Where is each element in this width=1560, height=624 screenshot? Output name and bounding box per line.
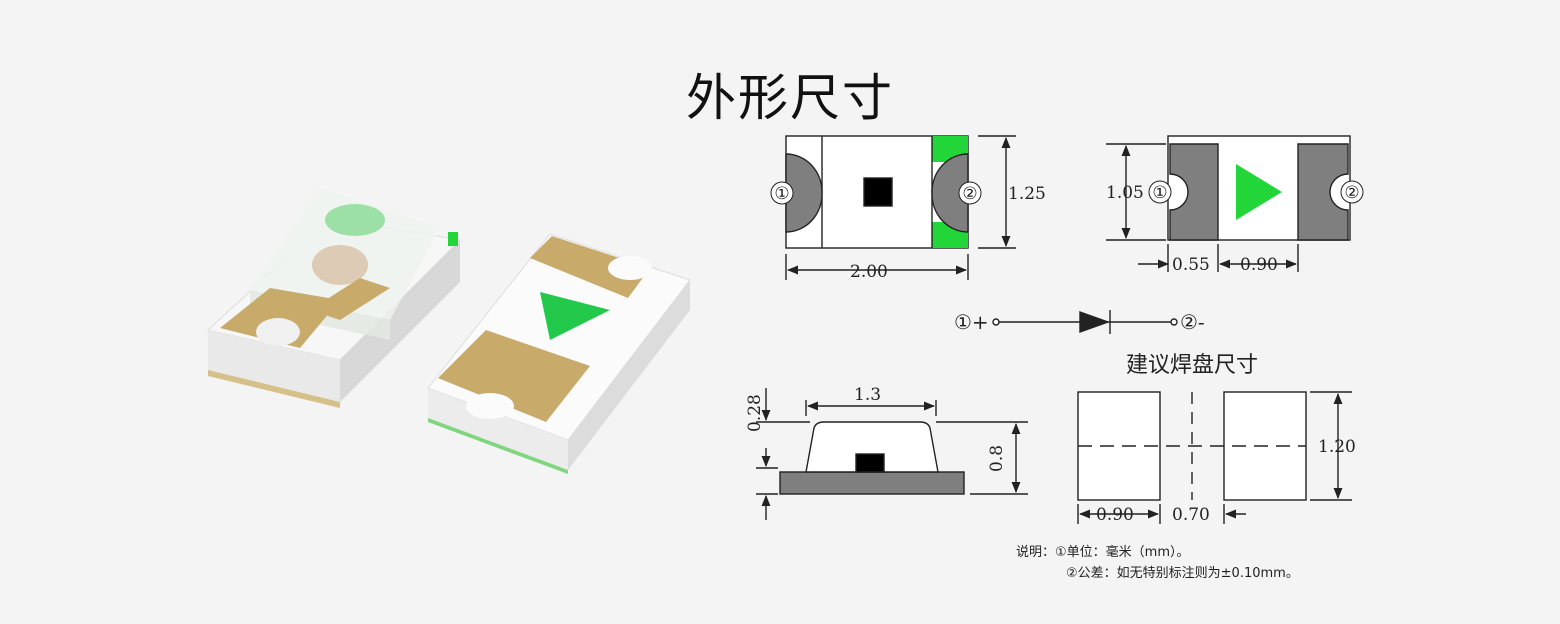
anode-label: ①+ [954,310,989,334]
pin1-marker [770,181,794,205]
bottom-view [1106,135,1351,272]
diode-schematic [992,310,1178,334]
bottom-pin1-label: ① [1152,183,1167,203]
bottom-pin2-label: ② [1344,183,1359,203]
pad-layout-title: 建议焊盘尺寸 [1126,353,1258,378]
note-tolerance: ②公差：如无特别标注则为±0.10mm。 [1066,566,1299,581]
led-product-photo [206,188,691,474]
pad-width-dim: 0.90 [1096,505,1134,525]
pad-height-dim: 1.20 [1318,437,1356,457]
note-unit: 说明：①单位：毫米（mm）。 [1016,545,1190,560]
side-dome-height-dim: 0.28 [745,394,765,432]
pad-spacing-dim: 0.70 [1172,505,1210,525]
pad-layout [1077,391,1352,524]
side-view [756,388,1028,520]
top-width-dim: 2.00 [850,262,888,282]
cathode-label: ②- [1180,310,1205,334]
bottom-height-dim: 1.05 [1106,183,1144,203]
led-lens-up-image [206,188,462,408]
top-height-dim: 1.25 [1008,184,1046,204]
top-pin2-label: ② [962,184,977,204]
dimension-drawing: ① ② 1.25 2.00 ① ② 1.05 0.55 0.90 ①+ ②- [745,135,1364,525]
notes: 说明：①单位：毫米（mm）。 ②公差：如无特别标注则为±0.10mm。 [1016,542,1299,584]
led-bottom-view-image [427,233,691,474]
bottom-pad-width-dim: 0.55 [1172,255,1210,275]
top-view [785,135,1016,280]
side-top-width-dim: 1.3 [854,385,881,405]
pin2-marker [958,181,982,205]
page-title: 外形尺寸 [686,69,894,127]
side-total-height-dim: 0.8 [987,445,1007,472]
top-pin1-label: ① [774,184,789,204]
bottom-gap-dim: 0.90 [1240,255,1278,275]
